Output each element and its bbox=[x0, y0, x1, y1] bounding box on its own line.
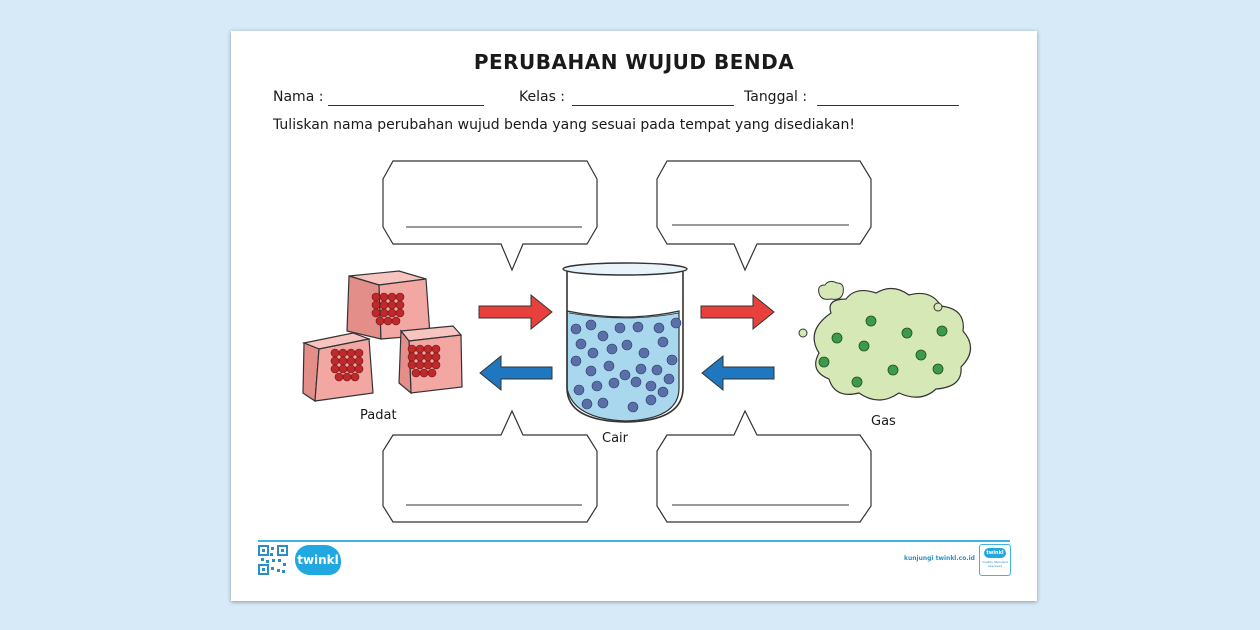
liquid-beaker-illustration bbox=[562, 262, 688, 423]
date-line[interactable] bbox=[817, 105, 959, 106]
arrow-gas-to-liquid bbox=[701, 354, 775, 392]
state-change-diagram bbox=[301, 160, 972, 523]
arrow-liquid-to-solid bbox=[479, 354, 553, 392]
answer-bubble-bottom-left[interactable] bbox=[382, 409, 598, 523]
arrow-liquid-to-gas bbox=[700, 293, 775, 331]
date-field[interactable]: Tanggal : bbox=[744, 89, 959, 106]
state-label-gas: Gas bbox=[871, 414, 896, 429]
name-line[interactable] bbox=[328, 105, 484, 106]
twinkl-logo[interactable]: twinkl bbox=[295, 545, 341, 575]
name-label: Nama : bbox=[273, 89, 324, 105]
class-line[interactable] bbox=[572, 105, 734, 106]
instruction-text: Tuliskan nama perubahan wujud benda yang… bbox=[273, 117, 855, 133]
worksheet-title: PERUBAHAN WUJUD BENDA bbox=[473, 50, 795, 74]
worksheet-page: PERUBAHAN WUJUD BENDA Nama : Kelas : Tan… bbox=[231, 31, 1037, 601]
answer-bubble-top-left[interactable] bbox=[382, 160, 598, 272]
answer-bubble-top-right[interactable] bbox=[656, 160, 872, 272]
gas-cloud-illustration bbox=[798, 280, 972, 401]
visit-website-link[interactable]: kunjungi twinkl.co.id bbox=[904, 555, 975, 562]
quality-badge-icon: twinkl Quality Standard Approved bbox=[979, 544, 1011, 576]
answer-bubble-bottom-right[interactable] bbox=[656, 409, 872, 523]
badge-text: Quality Standard Approved bbox=[982, 560, 1008, 568]
date-label: Tanggal : bbox=[744, 89, 808, 105]
name-field[interactable]: Nama : bbox=[273, 89, 484, 106]
solid-cubes-illustration bbox=[301, 270, 463, 403]
footer-divider bbox=[258, 540, 1010, 542]
badge-brand: twinkl bbox=[984, 548, 1006, 558]
class-field[interactable]: Kelas : bbox=[519, 89, 734, 106]
arrow-solid-to-liquid bbox=[478, 293, 553, 331]
qr-code-icon bbox=[258, 545, 288, 575]
state-label-solid: Padat bbox=[360, 408, 397, 423]
state-label-liquid: Cair bbox=[602, 431, 628, 446]
class-label: Kelas : bbox=[519, 89, 566, 105]
